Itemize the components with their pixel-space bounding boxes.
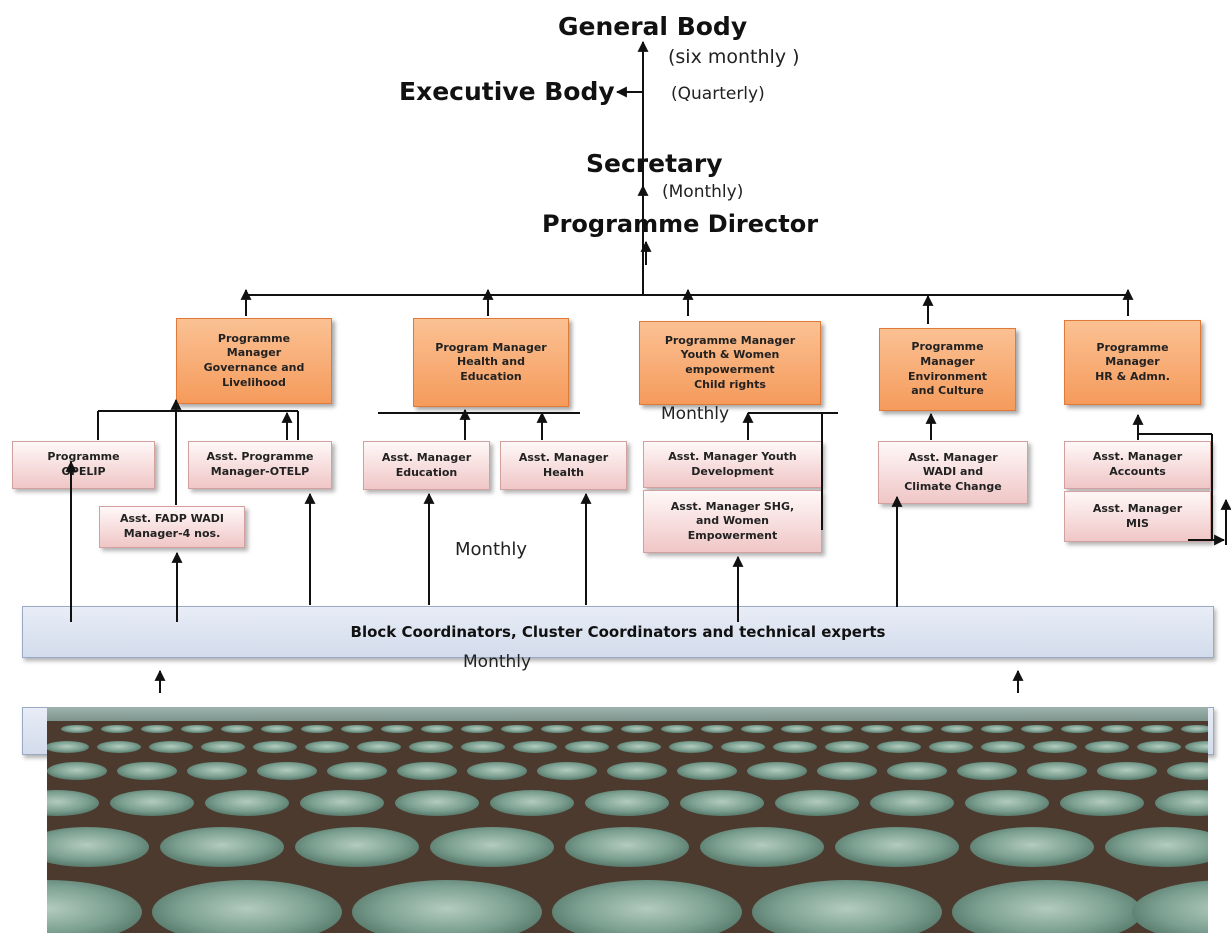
asst-manager-wadi-box: Asst. Manager WADI and Climate Change [878, 441, 1028, 504]
asst-manager-accounts-box: Asst. Manager Accounts [1064, 441, 1211, 489]
monthly-youth-note: Monthly [661, 404, 730, 424]
asst-manager-health-label: Asst. Manager Health [518, 450, 609, 479]
cabbage-field-photo [0, 707, 1231, 937]
programme-manager-environment-box: Programme Manager Environment and Cultur… [879, 328, 1016, 411]
programme-manager-governance-label: Programme Manager Governance and Livelih… [203, 331, 305, 389]
programme-manager-youth-label: Programme Manager Youth & Women empowerm… [664, 333, 796, 391]
programme-manager-governance-box: Programme Manager Governance and Livelih… [176, 318, 332, 404]
programme-director-heading: Programme Director [542, 210, 819, 238]
programme-manager-youth-box: Programme Manager Youth & Women empowerm… [639, 321, 821, 405]
asst-manager-wadi-label: Asst. Manager WADI and Climate Change [904, 450, 1002, 493]
asst-programme-manager-otelp-box: Asst. Programme Manager-OTELP [188, 441, 332, 489]
asst-manager-youth-label: Asst. Manager Youth Development [668, 449, 797, 478]
programme-opelip-box: Programme OPELIP [12, 441, 155, 489]
asst-manager-shg-label: Asst. Manager SHG, and Women Empowerment [670, 499, 795, 542]
asst-manager-mis-label: Asst. Manager MIS [1092, 501, 1183, 530]
monthly-bottom-note: Monthly [463, 652, 532, 672]
asst-programme-manager-otelp-label: Asst. Programme Manager-OTELP [206, 450, 314, 478]
coordinators-band-label: Block Coordinators, Cluster Coordinators… [350, 623, 886, 641]
program-manager-health-label: Program Manager Health and Education [435, 340, 547, 383]
cabbage-field-illustration [0, 707, 1231, 937]
asst-manager-accounts-label: Asst. Manager Accounts [1092, 450, 1183, 478]
programme-manager-hr-label: Programme Manager HR & Admn. [1095, 340, 1170, 383]
asst-manager-education-label: Asst. Manager Education [381, 450, 472, 479]
asst-manager-youth-box: Asst. Manager Youth Development [643, 441, 822, 488]
quarterly-note: (Quarterly) [671, 84, 765, 104]
monthly-mid-note: Monthly [455, 539, 528, 560]
asst-fadp-wadi-label: Asst. FADP WADI Manager-4 nos. [119, 512, 225, 540]
coordinators-band: Block Coordinators, Cluster Coordinators… [22, 606, 1214, 658]
monthly-paren-note: (Monthly) [662, 182, 744, 202]
asst-manager-mis-box: Asst. Manager MIS [1064, 491, 1211, 542]
executive-body-heading: Executive Body [399, 77, 615, 106]
asst-manager-shg-box: Asst. Manager SHG, and Women Empowerment [643, 490, 822, 553]
cabbage-rows [0, 725, 1231, 937]
secretary-heading: Secretary [586, 149, 723, 178]
programme-manager-hr-box: Programme Manager HR & Admn. [1064, 320, 1201, 405]
asst-fadp-wadi-box: Asst. FADP WADI Manager-4 nos. [99, 506, 245, 548]
asst-manager-education-box: Asst. Manager Education [363, 441, 490, 490]
asst-manager-health-box: Asst. Manager Health [500, 441, 627, 490]
programme-manager-environment-label: Programme Manager Environment and Cultur… [907, 340, 988, 398]
six-monthly-note: (six monthly ) [668, 46, 800, 68]
program-manager-health-box: Program Manager Health and Education [413, 318, 569, 407]
general-body-heading: General Body [558, 12, 748, 41]
